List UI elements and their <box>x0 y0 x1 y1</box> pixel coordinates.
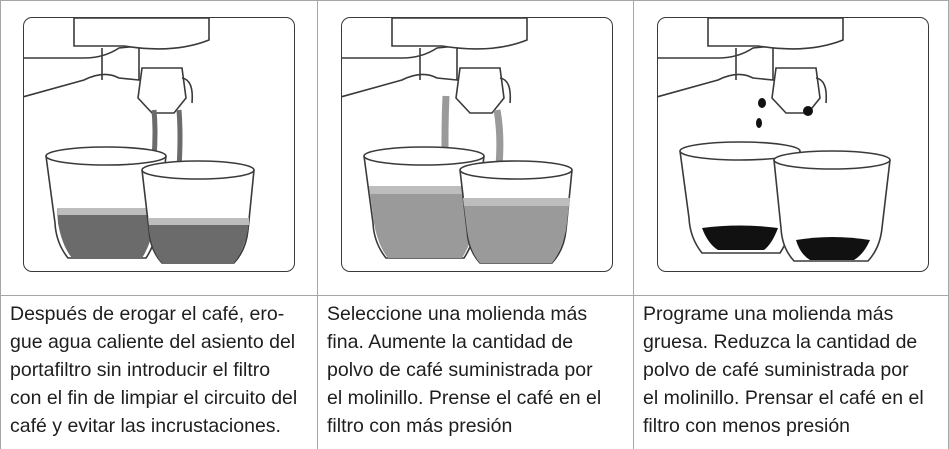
caption-line: gruesa. Reduzca la cantidad de <box>643 331 918 353</box>
caption-line: polvo de café suministrada por <box>643 359 909 381</box>
caption-line: polvo de café suministrada por <box>327 359 593 381</box>
caption-line: filtro con más presión <box>327 415 513 437</box>
caption-line: Después de erogar el café, ero- <box>10 303 285 325</box>
caption-line: gue agua caliente del asiento del <box>10 331 296 353</box>
panel-3-caption: Programe una molienda más gruesa. Reduzc… <box>643 300 939 440</box>
caption-line: Programe una molienda más <box>643 303 894 325</box>
espresso-fast-flow-illustration <box>342 18 573 264</box>
table-border-top <box>0 0 949 1</box>
table-divider-1 <box>317 0 318 449</box>
caption-line: fina. Aumente la cantidad de <box>327 331 574 353</box>
panel-3-illustration-cell <box>634 0 948 295</box>
panel-2-illustration <box>341 17 613 272</box>
table-divider-2 <box>633 0 634 449</box>
espresso-slow-drip-illustration <box>658 18 891 262</box>
panel-2-illustration-cell <box>318 0 633 295</box>
espresso-clean-illustration <box>24 18 255 264</box>
caption-line: café y evitar las incrustaciones. <box>10 415 281 437</box>
caption-line: el molinillo. Prensar el café en el <box>643 387 924 409</box>
panel-1-illustration <box>23 17 295 272</box>
panel-1-caption: Después de erogar el café, ero- gue agua… <box>10 300 309 440</box>
caption-line: con el fin de limpiar el circuito del <box>10 387 298 409</box>
table-border-left <box>0 0 1 449</box>
caption-line: portafiltro sin introducir el filtro <box>10 359 271 381</box>
caption-line: filtro con menos presión <box>643 415 851 437</box>
panel-2-caption: Seleccione una molienda más fina. Aument… <box>327 300 623 440</box>
table-row-divider <box>0 295 949 296</box>
caption-line: el molinillo. Prense el café en el <box>327 387 602 409</box>
panel-3-illustration <box>657 17 929 272</box>
caption-line: Seleccione una molienda más <box>327 303 588 325</box>
panel-1-illustration-cell <box>0 0 317 295</box>
